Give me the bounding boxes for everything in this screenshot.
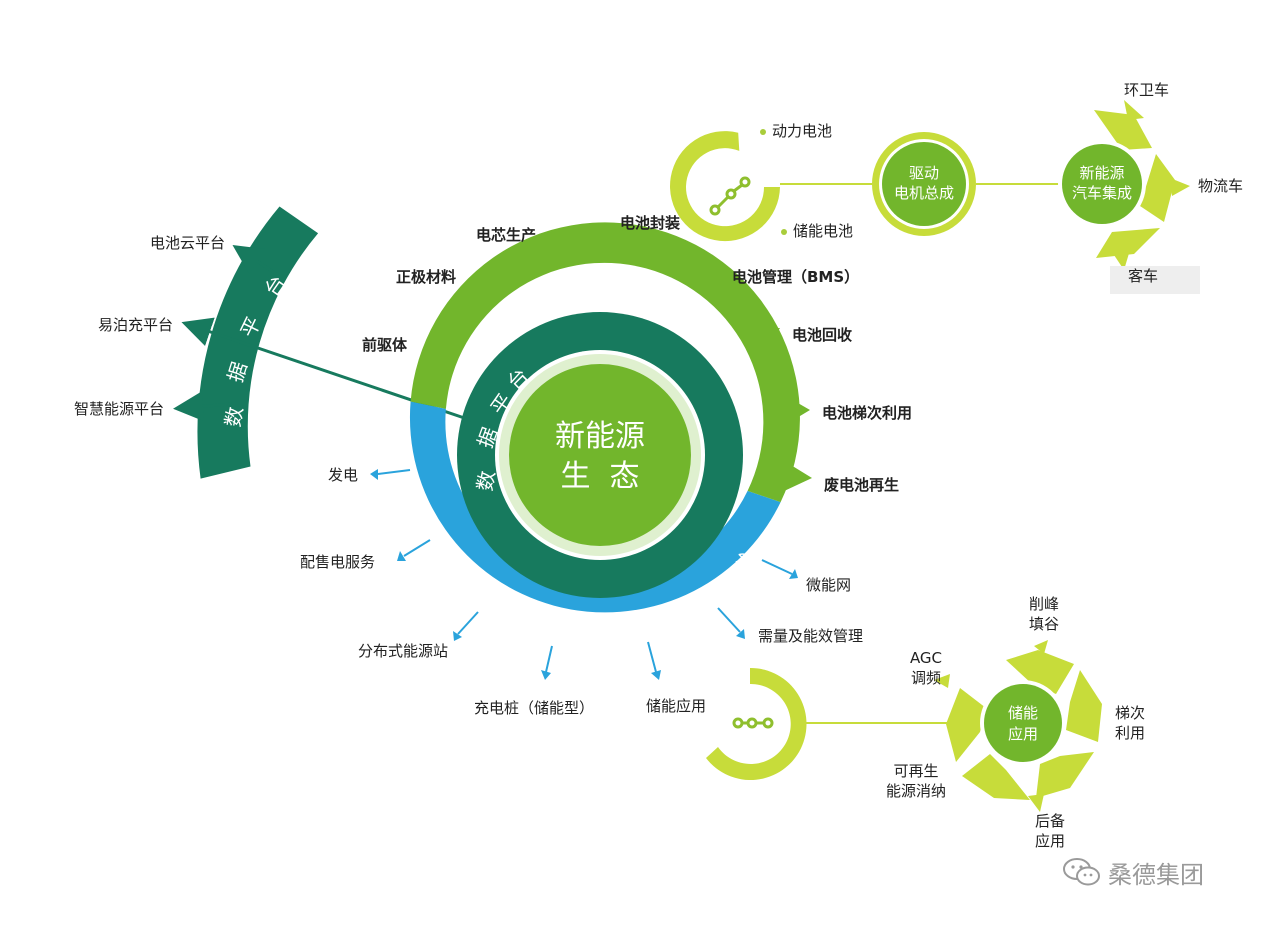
label-backup-1: 后备 — [1035, 812, 1065, 830]
center-title-line2: 生 态 — [560, 459, 639, 494]
vehicle-label-line2: 汽车集成 — [1072, 184, 1132, 202]
label-battery-recycling: 电池回收 — [792, 326, 852, 344]
lithium-ring — [410, 222, 800, 503]
dot-power-battery — [760, 129, 766, 135]
motor-node — [882, 142, 966, 226]
arrow-smart-energy — [173, 391, 233, 422]
chain-icon — [709, 176, 751, 216]
vehicle-node — [1062, 144, 1142, 224]
storage-label-line2: 应用 — [1008, 725, 1038, 743]
label-precursor: 前驱体 — [362, 336, 408, 354]
label-cell-production: 电芯生产 — [476, 226, 536, 244]
bus-label-bg — [1110, 266, 1200, 294]
storage-node — [984, 684, 1062, 762]
label-cascade-2: 利用 — [1115, 724, 1145, 742]
center-title-line1: 新能源 — [555, 419, 645, 454]
label-cascade-use: 电池梯次利用 — [822, 404, 912, 422]
label-battery-packaging: 电池封装 — [620, 214, 681, 232]
label-distributed-station: 分布式能源站 — [358, 642, 448, 660]
label-power-generation: 发电 — [328, 466, 358, 484]
label-charging-pile: 充电桩（储能型） — [474, 699, 594, 717]
watermark-text: 桑德集团 — [1108, 860, 1204, 889]
label-storage-application: 储能应用 — [646, 697, 706, 715]
label-cascade-1: 梯次 — [1115, 704, 1145, 722]
label-sanitation-truck: 环卫车 — [1124, 81, 1169, 99]
multi-energy-char: 统 — [574, 627, 596, 653]
label-battery-cloud: 电池云平台 — [150, 234, 225, 252]
data-platform-arc-group: 数 据 平 台 — [197, 206, 319, 479]
lithium-ring-char: 电 — [595, 266, 615, 290]
label-backup-2: 应用 — [1035, 832, 1065, 850]
label-cathode: 正极材料 — [396, 268, 456, 286]
data-platform-arc-char: 数 — [221, 405, 248, 429]
label-waste-regeneration: 废电池再生 — [824, 476, 899, 494]
multi-energy-char: 源 — [663, 610, 689, 639]
label-logistics-truck: 物流车 — [1198, 177, 1243, 195]
label-peak-shaving-1: 削峰 — [1029, 595, 1059, 613]
energy-pins — [370, 469, 798, 680]
label-renewable-1: 可再生 — [893, 762, 938, 780]
arrow-battery-cloud — [232, 245, 279, 277]
label-micro-grid: 微能网 — [806, 576, 851, 594]
lithium-ring-char: 锂 — [513, 285, 541, 315]
data-platform-arc — [197, 206, 319, 479]
wechat-icon — [1063, 858, 1100, 886]
label-power-sales: 配售电服务 — [300, 553, 375, 571]
label-bus: 客车 — [1128, 267, 1158, 285]
label-demand-efficiency: 需量及能效管理 — [758, 627, 863, 645]
label-bms: 电池管理（BMS） — [732, 268, 859, 286]
motor-label-line1: 驱动 — [909, 164, 939, 182]
vehicle-label-line1: 新能源 — [1079, 164, 1124, 182]
multi-energy-char: 能 — [700, 585, 729, 616]
motor-label-line2: 电机总成 — [894, 184, 954, 202]
storage-label-line1: 储能 — [1008, 704, 1038, 722]
label-agc-2: 调频 — [911, 669, 941, 687]
data-inner-char: 数 — [473, 469, 500, 493]
label-yibochong: 易泊充平台 — [98, 316, 173, 334]
watermark: 桑德集团 — [1062, 852, 1204, 892]
dot-storage-battery — [781, 229, 787, 235]
label-renewable-2: 能源消纳 — [886, 782, 946, 800]
multi-energy-char: 系 — [617, 626, 640, 653]
label-storage-battery: 储能电池 — [793, 222, 853, 240]
label-power-battery: 动力电池 — [772, 122, 832, 140]
storage-chain-icon — [732, 717, 774, 729]
storage-link-arc — [706, 667, 807, 780]
label-smart-energy: 智慧能源平台 — [74, 400, 164, 418]
storage-gear — [934, 640, 1102, 812]
battery-types-arc — [670, 131, 780, 242]
label-peak-shaving-2: 填谷 — [1029, 615, 1059, 633]
label-agc-1: AGC — [910, 649, 942, 667]
vehicle-gear — [1094, 100, 1190, 270]
center-circle — [509, 364, 691, 546]
